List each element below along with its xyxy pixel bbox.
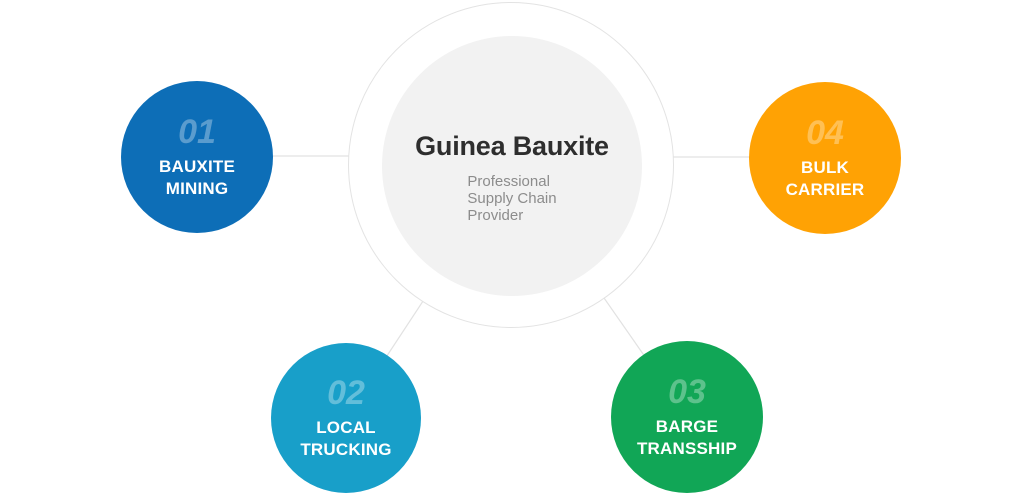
node-label-line-2: MINING [165,178,229,198]
node-label-line-2: TRUCKING [300,439,392,459]
node-label-line-1: LOCAL [316,417,376,437]
node-number: 02 [327,373,365,412]
node-label: BULK CARRIER [786,157,865,201]
node-label: LOCAL TRUCKING [300,417,391,461]
node-label-line-1: BARGE [655,416,719,436]
node-label-line-1: BULK [800,157,849,177]
node-label: BARGE TRANSSHIP [637,416,737,460]
subtitle-line-3: Provider [467,206,524,224]
subtitle-line-2: Supply Chain [467,189,557,207]
center-circle: Guinea Bauxite Professional Supply Chain… [382,36,642,296]
node-label: BAUXITE MINING [159,156,235,200]
node-01-bauxite-mining: 01 BAUXITE MINING [121,81,273,233]
node-02-local-trucking: 02 LOCAL TRUCKING [271,343,421,493]
node-number: 03 [668,372,706,411]
node-number: 01 [178,112,216,151]
company-subtitle: Professional Supply Chain Provider [467,173,556,224]
node-03-barge-transship: 03 BARGE TRANSSHIP [611,341,763,493]
subtitle-line-1: Professional [467,172,550,190]
node-04-bulk-carrier: 04 BULK CARRIER [749,82,901,234]
company-title: Guinea Bauxite [415,131,609,162]
node-label-line-2: TRANSSHIP [636,438,738,458]
node-label-line-2: CARRIER [785,179,865,199]
node-number: 04 [806,113,844,152]
node-label-line-1: BAUXITE [158,156,236,176]
